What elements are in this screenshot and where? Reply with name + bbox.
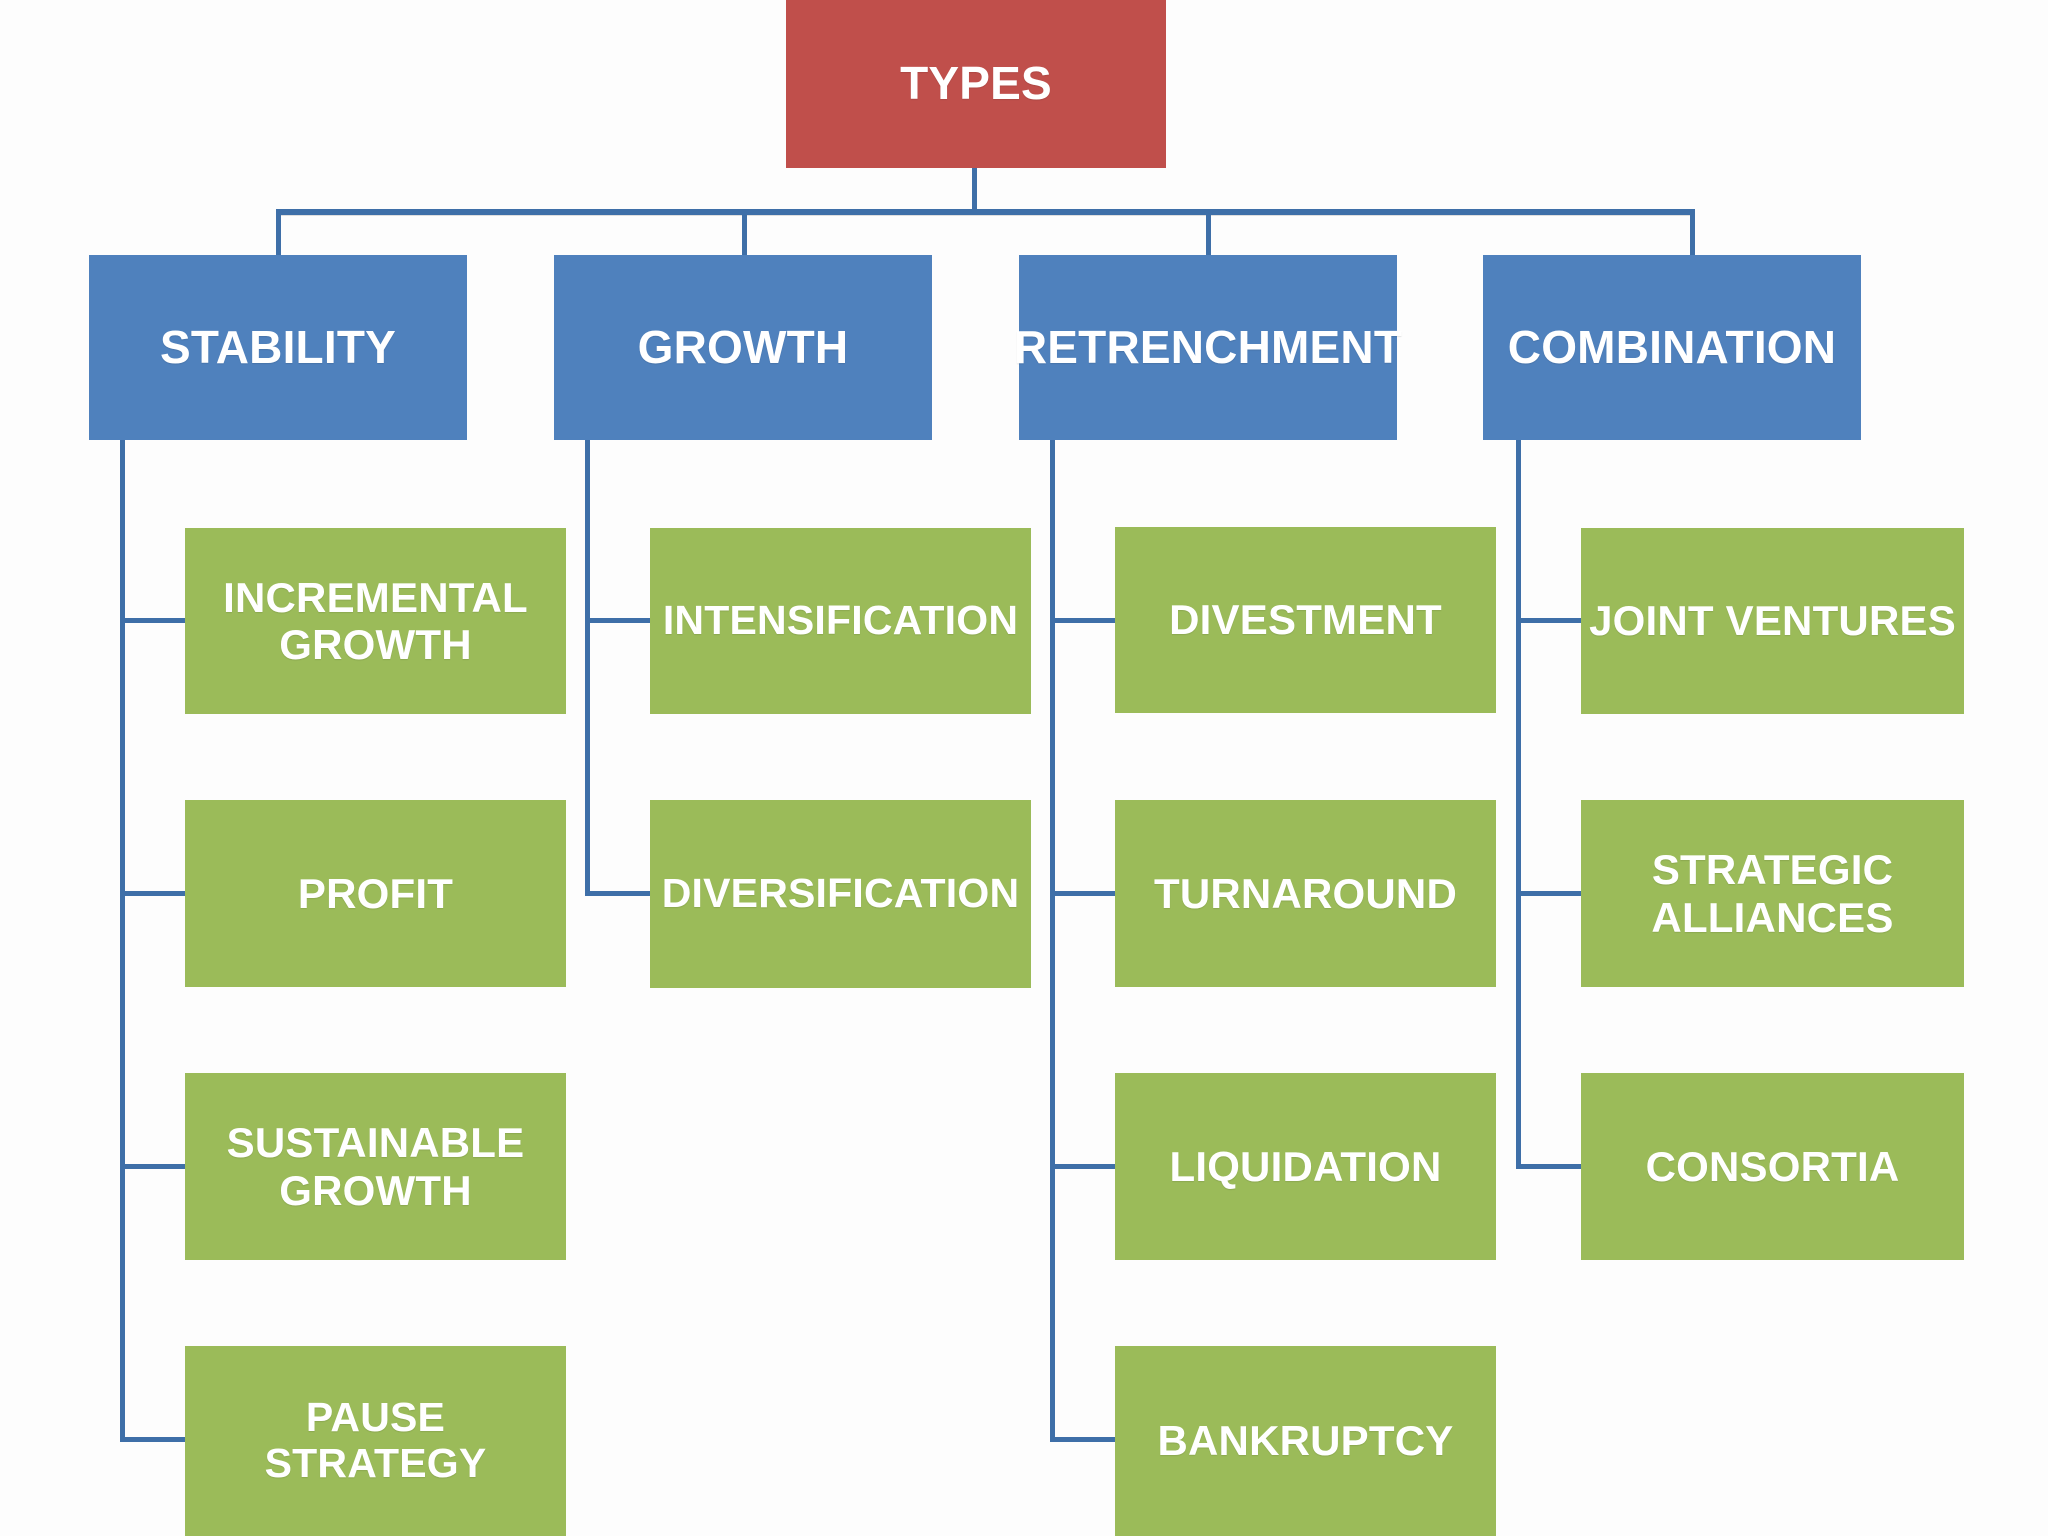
leaf-node-incremental-growth[interactable]: INCREMENTAL GROWTH <box>185 528 566 714</box>
branch-node-combination[interactable]: COMBINATION <box>1483 255 1861 440</box>
connector-branch-turnaround <box>1050 891 1118 896</box>
leaf-node-profit[interactable]: PROFIT <box>185 800 566 987</box>
leaf-node-intensification[interactable]: INTENSIFICATION <box>650 528 1031 714</box>
connector-branch-diversification <box>585 891 653 896</box>
leaf-node-divestment[interactable]: DIVESTMENT <box>1115 527 1496 713</box>
connector-branch-joint-ventures <box>1516 618 1584 623</box>
connector-branch-pause-strategy <box>120 1437 188 1442</box>
leaf-node-pause-strategy[interactable]: PAUSE STRATEGY <box>185 1346 566 1536</box>
leaf-node-strategic-alliances[interactable]: STRATEGIC ALLIANCES <box>1581 800 1964 987</box>
connector-spine-combination <box>1516 440 1521 1168</box>
connector-spine-retrenchment <box>1050 440 1055 1440</box>
leaf-node-bankruptcy[interactable]: BANKRUPTCY <box>1115 1346 1496 1536</box>
connector-branch-incremental-growth <box>120 618 188 623</box>
leaf-node-sustainable-growth[interactable]: SUSTAINABLE GROWTH <box>185 1073 566 1260</box>
leaf-node-joint-ventures[interactable]: JOINT VENTURES <box>1581 528 1964 714</box>
connector-branch-intensification <box>585 618 653 623</box>
connector-level2-bus <box>278 209 1695 215</box>
branch-node-stability[interactable]: STABILITY <box>89 255 467 440</box>
connector-branch-divestment <box>1050 618 1118 623</box>
root-node-types[interactable]: TYPES <box>786 0 1166 168</box>
connector-spine-stability <box>120 440 125 1440</box>
connector-branch-sustainable-growth <box>120 1164 188 1169</box>
connector-branch-strategic-alliances <box>1516 891 1584 896</box>
connector-spine-growth <box>585 440 590 895</box>
connector-drop-growth <box>742 209 747 256</box>
connector-drop-retrenchment <box>1206 209 1211 256</box>
connector-branch-bankruptcy <box>1050 1437 1118 1442</box>
connector-drop-stability <box>276 209 281 256</box>
connector-branch-consortia <box>1516 1164 1584 1169</box>
leaf-node-diversification[interactable]: DIVERSIFICATION <box>650 800 1031 988</box>
connector-branch-profit <box>120 891 188 896</box>
leaf-node-liquidation[interactable]: LIQUIDATION <box>1115 1073 1496 1260</box>
branch-node-retrenchment[interactable]: RETRENCHMENT <box>1014 255 1402 440</box>
connector-drop-combination <box>1690 209 1695 256</box>
connector-branch-liquidation <box>1050 1164 1118 1169</box>
leaf-node-consortia[interactable]: CONSORTIA <box>1581 1073 1964 1260</box>
branch-node-growth[interactable]: GROWTH <box>554 255 932 440</box>
leaf-node-turnaround[interactable]: TURNAROUND <box>1115 800 1496 987</box>
connector-root-stem <box>972 168 977 213</box>
